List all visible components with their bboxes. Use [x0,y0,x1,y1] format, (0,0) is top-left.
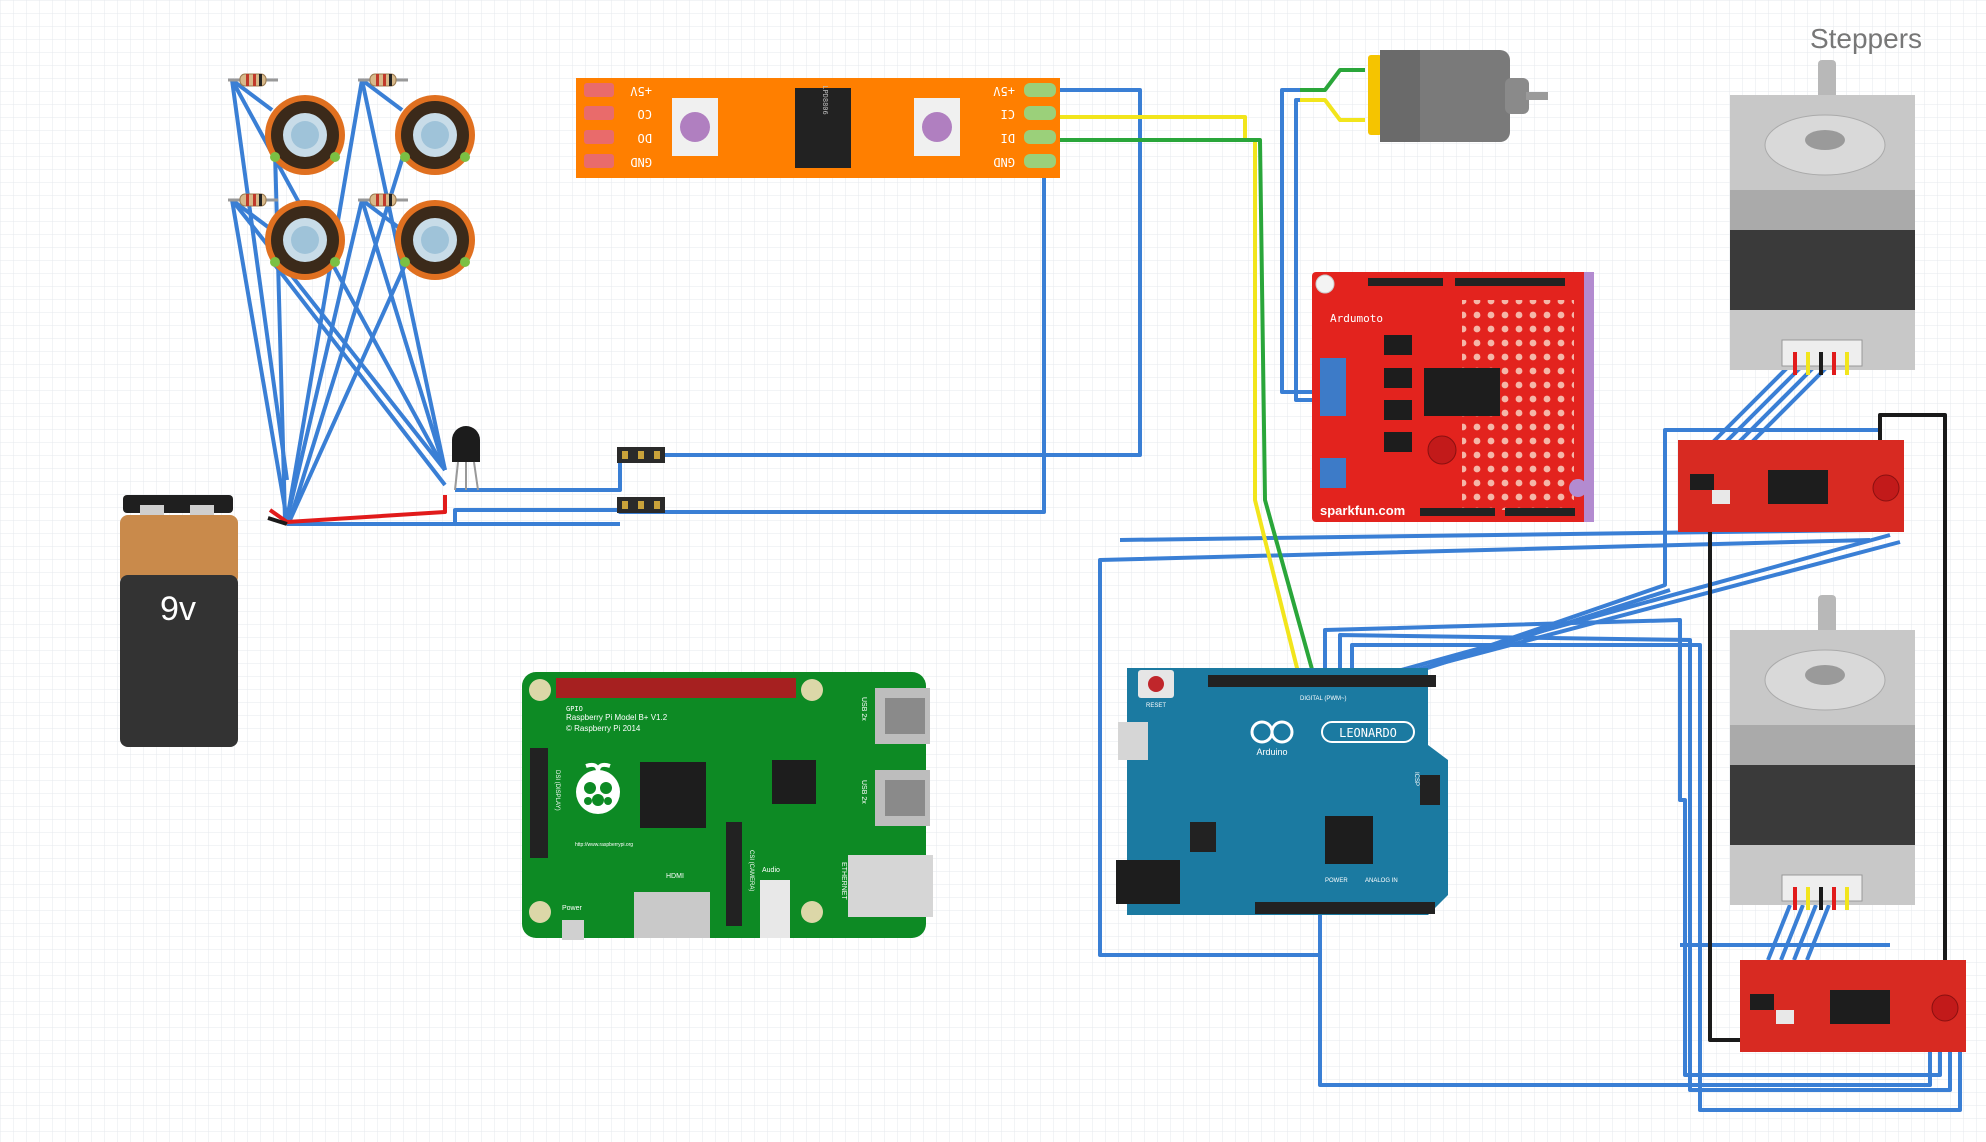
header-connector [617,447,665,463]
arduino-model: LEONARDO [1339,726,1397,740]
rpi-usb-label-1: USB 2x [860,697,867,721]
rpi-model-line1: Raspberry Pi Model B+ V1.2 [566,713,668,722]
dc-motor [1368,50,1548,142]
arduino-analog-label: ANALOG IN [1365,878,1398,884]
rpi-ethernet-label: ETHERNET [840,862,847,900]
arduino-brand: Arduino [1256,747,1287,757]
led-star-array [228,73,475,280]
stepper-motor [1730,60,1915,375]
ardumoto-brand: sparkfun.com [1320,503,1405,518]
led-star [395,95,475,175]
led-star [265,200,345,280]
strip-pin-left-1: +5V [630,84,652,98]
strip-pin-right-1: +5V [993,84,1015,98]
rpi-model-line2: © Raspberry Pi 2014 [566,724,641,733]
led-star [395,200,475,280]
battery-label: 9v [160,590,196,628]
led-strip-chip-label: LPD8806 [821,85,829,115]
rpi-gpio-label: GPIO [566,705,583,713]
ardumoto-shield: Ardumoto sparkfun.com [1312,272,1594,522]
rpi-camera-label: CSI (CAMERA) [748,850,754,891]
strip-pin-right-4: GND [993,155,1015,169]
easydriver-board [1740,960,1966,1052]
signal-wires [267,68,1947,1050]
raspberry-logo-icon [576,762,620,814]
ardumoto-title: Ardumoto [1330,312,1383,325]
arduino-digital-label: DIGITAL (PWM~) [1300,696,1347,702]
steppers-label: Steppers [1810,23,1922,54]
arduino-reset-label: RESET [1146,703,1166,709]
resistor [358,193,408,207]
led-star [265,95,345,175]
strip-pin-left-2: CO [638,107,652,121]
resistor [358,73,408,87]
led-strip: LPD8806 +5V CO DO GND +5V CI DI GND [576,78,1060,178]
strip-pin-left-3: DO [638,131,652,145]
header-connector [617,497,665,513]
resistor [228,73,278,87]
arduino-leonardo-board: Arduino LEONARDO RESET DIGITAL (PWM~) PO… [1116,668,1448,915]
resistor [228,193,278,207]
arduino-icsp-label: ICSP [1413,772,1419,786]
transistor [452,426,480,491]
easydriver-board [1678,440,1904,532]
arduino-power-label: POWER [1325,878,1348,884]
rpi-audio-label: Audio [762,867,780,874]
strip-pin-left-4: GND [630,155,652,169]
rpi-url: http://www.raspberrypi.org [575,842,633,848]
strip-pin-right-2: CI [1001,107,1015,121]
raspberry-pi-board: GPIO Raspberry Pi Model B+ V1.2 © Raspbe… [522,672,933,940]
stepper-motor [1730,595,1915,910]
rpi-power-label: Power [562,905,583,912]
rpi-usb-label-2: USB 2x [860,780,867,804]
rpi-display-label: DSI (DISPLAY) [554,770,560,811]
rpi-hdmi-label: HDMI [666,873,684,880]
strip-pin-right-3: DI [1001,131,1015,145]
battery-9v: 9v [120,495,238,747]
